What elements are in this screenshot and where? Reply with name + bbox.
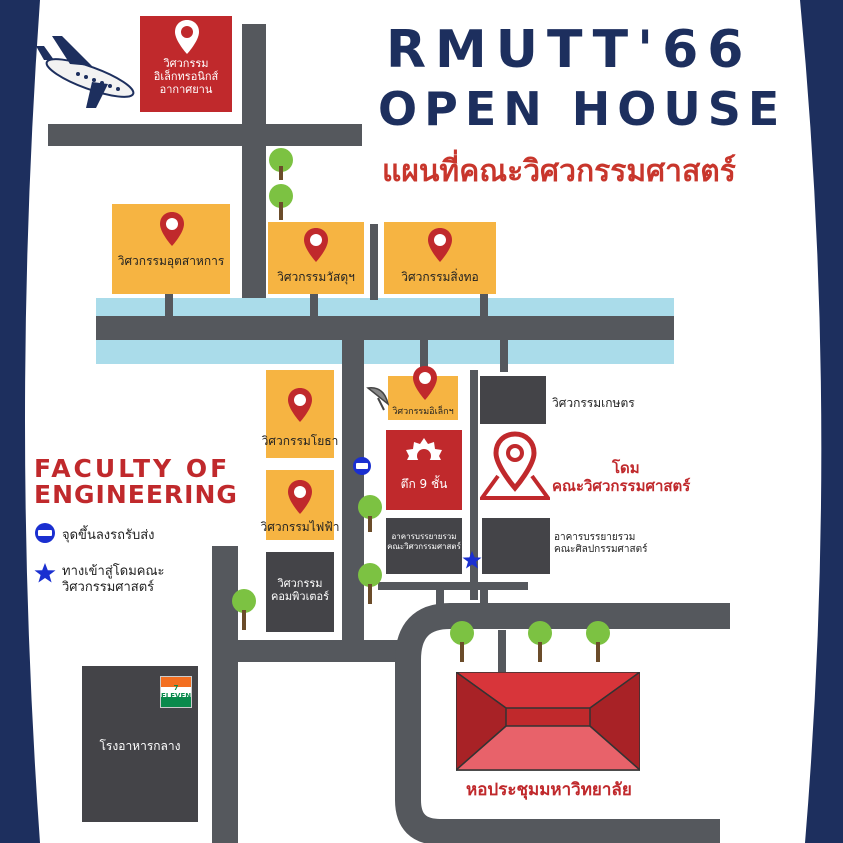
- connector: [436, 590, 444, 610]
- tree-icon: [528, 621, 552, 662]
- building-canteen-label: โรงอาหารกลาง: [99, 739, 181, 753]
- building-electronics-label: วิศวกรรมอิเล็กฯ: [392, 407, 454, 417]
- road-lower-left: [238, 640, 400, 662]
- faculty-title-line2: ENGINEERING: [34, 480, 238, 509]
- bus-stop-icon: [35, 523, 55, 543]
- road-main: [96, 316, 674, 340]
- gear-icon: [404, 438, 444, 476]
- location-pin-icon: [413, 366, 437, 400]
- arts-lecture-label2: คณะศิลปกรรมศาสตร์: [554, 544, 648, 555]
- store-logo-text: 7 ELEVEN: [161, 684, 192, 700]
- road-vertical-center: [342, 340, 364, 640]
- connector: [480, 294, 488, 316]
- river-upper: [96, 298, 674, 316]
- building-arts-lecture[interactable]: [482, 518, 550, 574]
- location-pin-icon: [160, 212, 184, 246]
- location-pin-icon: [304, 228, 328, 262]
- building-industrial-label: วิศวกรรมอุตสาหการ: [117, 254, 225, 268]
- airplane-icon: [36, 36, 135, 108]
- connector: [480, 590, 488, 610]
- building-agricultural[interactable]: [480, 376, 546, 424]
- entrance-star-icon: [34, 563, 56, 583]
- page-title-line2: OPEN HOUSE: [378, 82, 787, 136]
- bus-stop-icon: [353, 457, 371, 475]
- tree-icon: [269, 148, 293, 220]
- road-small-1: [370, 224, 378, 300]
- river-lower: [96, 340, 674, 364]
- tree-icon: [232, 589, 256, 630]
- building-avionics-label3: อากาศยาน: [159, 83, 213, 96]
- road-small-2: [470, 370, 478, 600]
- tree-icon: [358, 563, 382, 604]
- arts-lecture-label1: อาคารบรรยายรวม: [554, 532, 636, 543]
- legend-entrance-label1: ทางเข้าสู่โดมคณะ: [62, 564, 165, 579]
- tree-icon: [450, 621, 474, 662]
- building-textile-label: วิศวกรรมสิ่งทอ: [401, 270, 479, 284]
- building-civil-label: วิศวกรรมโยธา: [261, 434, 339, 448]
- road-curved: [395, 603, 730, 843]
- building-computer-label2: คอมพิวเตอร์: [270, 590, 330, 603]
- road-small-3: [378, 582, 528, 590]
- satellite-dish-icon: [366, 387, 390, 411]
- eng-lecture-label2: คณะวิศวกรรมศาสตร์: [387, 542, 461, 551]
- building-electrical-label: วิศวกรรมไฟฟ้า: [260, 520, 340, 534]
- building-auditorium-label: หอประชุมมหาวิทยาลัย: [466, 780, 632, 800]
- building-auditorium[interactable]: [456, 672, 640, 772]
- eng-lecture-label1: อาคารบรรยายรวม: [391, 532, 457, 541]
- connector: [500, 340, 508, 372]
- building-avionics-label1: วิศวกรรม: [163, 57, 209, 70]
- road-top: [48, 124, 362, 146]
- tree-icon: [586, 621, 610, 662]
- location-pin-icon: [288, 480, 312, 514]
- connector: [420, 340, 428, 372]
- building-agricultural-label: วิศวกรรมเกษตร: [552, 396, 635, 410]
- legend-bus-stop-label: จุดขึ้นลงรถรับส่ง: [62, 528, 155, 543]
- dome-location-icon[interactable]: [480, 430, 550, 502]
- building-materials-label: วิศวกรรมวัสดุฯ: [277, 270, 355, 284]
- legend-entrance-label2: วิศวกรรมศาสตร์: [62, 580, 155, 595]
- road-vertical-top: [242, 24, 266, 314]
- building-computer[interactable]: [266, 552, 334, 632]
- location-pin-icon: [288, 388, 312, 422]
- connector: [310, 294, 318, 316]
- dome-label-line1: โดม: [612, 459, 640, 477]
- tree-icon: [358, 495, 382, 532]
- faculty-title-line1: FACULTY OF: [34, 454, 231, 483]
- location-pin-icon: [428, 228, 452, 262]
- entrance-star-icon: [462, 551, 482, 569]
- connector: [165, 294, 173, 316]
- building-computer-label1: วิศวกรรม: [277, 577, 323, 590]
- store-logo: 7 ELEVEN: [160, 676, 192, 708]
- building-eng-lecture[interactable]: [386, 518, 462, 574]
- building-nine-floor-label: ตึก 9 ชั้น: [400, 477, 448, 491]
- page-title-line1: RMUTT'66: [386, 20, 753, 80]
- building-avionics-label2: อิเล็กทรอนิกส์: [153, 70, 219, 83]
- location-pin-icon: [175, 20, 199, 54]
- dome-label-line2: คณะวิศวกรรมศาสตร์: [552, 477, 691, 495]
- connector: [498, 630, 506, 676]
- page-subtitle: แผนที่คณะวิศวกรรมศาสตร์: [382, 154, 736, 189]
